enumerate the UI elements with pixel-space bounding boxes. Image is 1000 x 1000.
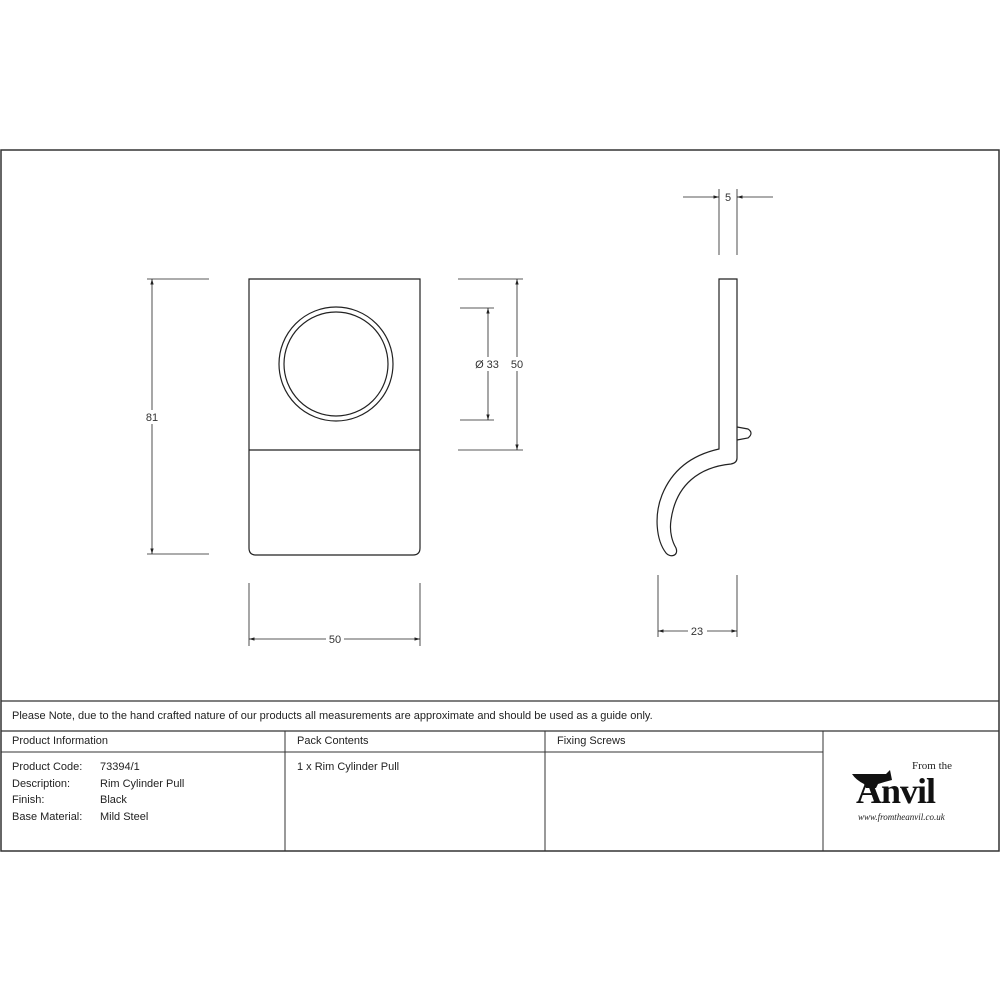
description-label: Description: — [12, 778, 71, 790]
pack-contents-heading: Pack Contents — [297, 735, 369, 747]
plate-outline — [248, 278, 421, 556]
side-view — [656, 278, 752, 557]
cylinder-ring-outer — [278, 306, 394, 422]
description-value: Rim Cylinder Pull — [100, 778, 185, 790]
logo-url-text: www.fromtheanvil.co.uk — [858, 812, 945, 822]
product-code-value: 73394/1 — [100, 761, 140, 773]
depth-label: 23 — [691, 626, 703, 638]
finish-value: Black — [100, 794, 127, 806]
diameter-label: Ø 33 — [475, 359, 499, 371]
product-code-label: Product Code: — [12, 761, 83, 773]
fixing-screws-heading: Fixing Screws — [557, 735, 626, 747]
measurement-note: Please Note, due to the hand crafted nat… — [12, 710, 653, 722]
drawing-frame — [0, 149, 1000, 852]
finish-label: Finish: — [12, 794, 45, 806]
cylinder-ring-inner — [283, 311, 389, 417]
base-material-label: Base Material: — [12, 811, 83, 823]
height-label: 81 — [146, 412, 158, 424]
fixing-lug — [736, 426, 752, 441]
width-label: 50 — [329, 634, 341, 646]
thickness-label: 5 — [725, 192, 731, 204]
product-information-heading: Product Information — [12, 735, 108, 747]
plate-upper-height-label: 50 — [511, 359, 523, 371]
logo-main-text: Anvil — [856, 771, 936, 811]
pack-contents-item: 1 x Rim Cylinder Pull — [297, 761, 400, 773]
anvil-icon — [852, 770, 892, 788]
thickness-dimension — [683, 189, 773, 255]
logo-top-text: From the — [912, 760, 953, 772]
front-view — [248, 278, 421, 556]
pull-profile — [656, 278, 738, 557]
from-the-anvil-logo: From the Anvil www.fromtheanvil.co.uk — [850, 760, 985, 826]
base-material-value: Mild Steel — [100, 811, 149, 823]
